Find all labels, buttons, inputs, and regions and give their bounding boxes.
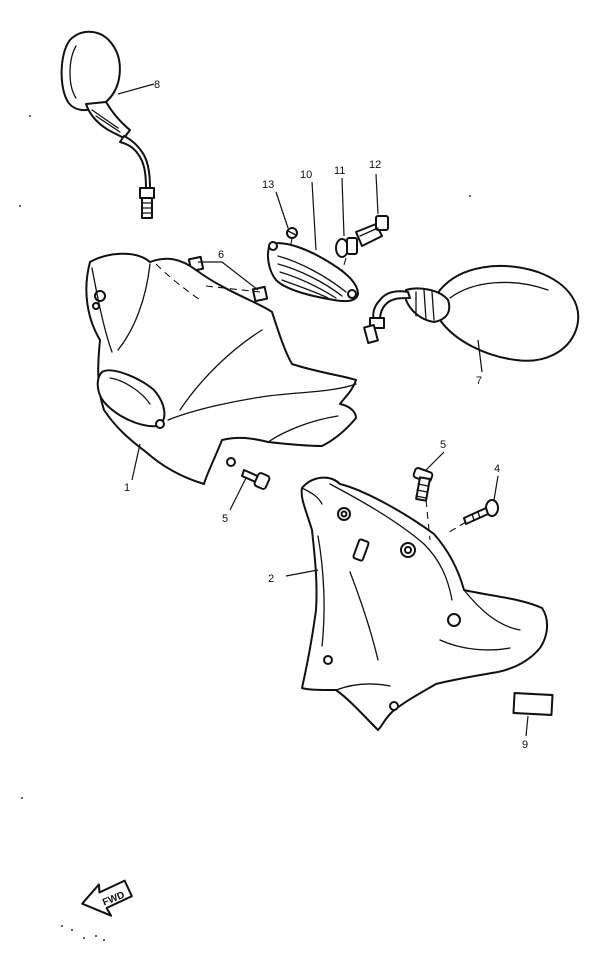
callout-12: 12 [369,159,381,171]
scan-specks [19,115,471,941]
callout-10: 10 [300,169,312,181]
callout-2: 2 [268,573,274,585]
front-handle-cover[interactable] [85,252,357,485]
callout-6: 6 [218,249,224,261]
callout-8: 8 [154,79,160,91]
tapping-screw[interactable] [463,499,499,525]
fwd-arrow-icon: FWD [81,879,133,917]
bolt-right[interactable] [412,467,434,502]
lens-screw[interactable] [286,227,298,239]
assembly-line-screw [445,521,467,535]
callout-1: 1 [124,482,130,494]
front-lamp-lens[interactable] [267,241,359,303]
rear-handle-cover[interactable] [300,476,548,731]
callout-13: 13 [262,179,274,191]
callout-11: 11 [334,165,345,177]
bulb-socket[interactable] [355,215,389,247]
assembly-line-bolt [425,499,431,541]
left-mirror[interactable] [60,30,155,219]
assembly-line-bulb [341,257,347,273]
leader-lines [117,83,529,737]
callout-9: 9 [522,739,528,751]
caution-label[interactable] [512,692,554,716]
bulb[interactable] [335,237,358,258]
callout-5-left: 5 [222,513,228,525]
assembly-line-screw-top [289,237,293,251]
callout-5-right: 5 [440,439,446,451]
callout-7: 7 [476,375,482,387]
bolt-left[interactable] [226,457,271,490]
right-mirror[interactable] [363,265,580,362]
callout-4: 4 [494,463,500,475]
speed-nut-right[interactable] [251,285,269,303]
